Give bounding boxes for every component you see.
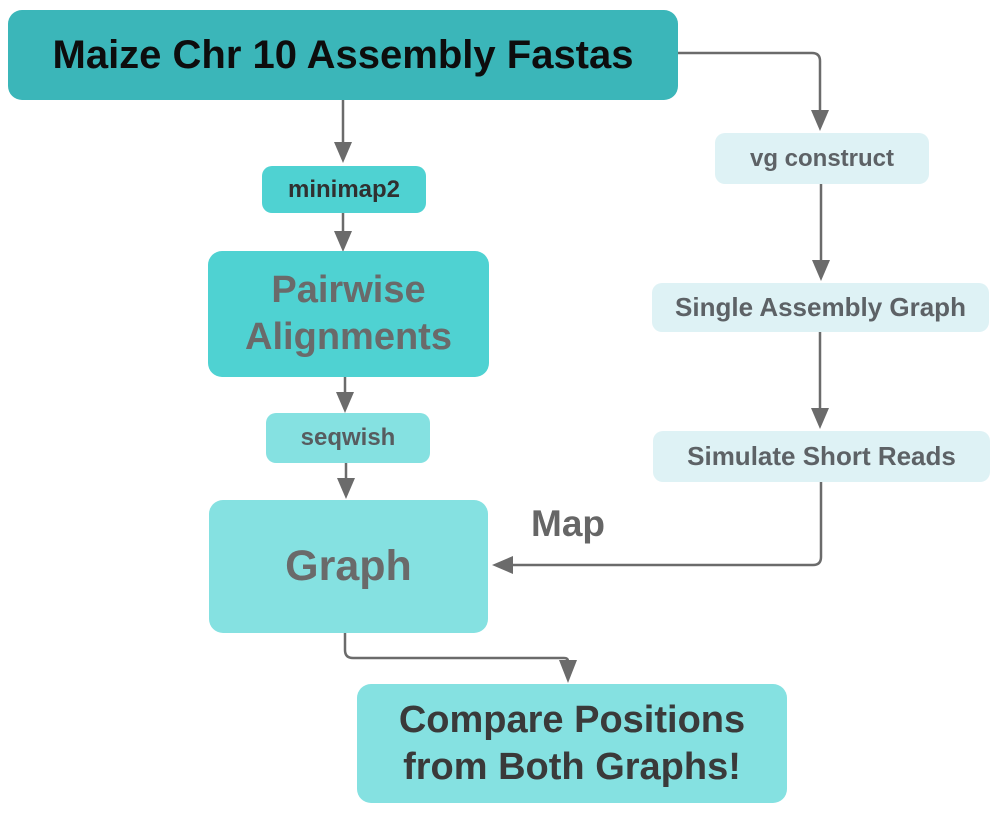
node-maize-assembly-fastas-label: Maize Chr 10 Assembly Fastas [52,32,634,77]
node-compare-positions-label: Compare Positions from Both Graphs! [398,699,746,788]
arrow-simulate-short-reads-to-graph [492,482,823,574]
node-pairwise-alignments-label: Pairwise Alignments [245,268,452,359]
node-simulate-short-reads-label: Simulate Short Reads [687,441,956,471]
arrow-graph-to-compare [343,633,577,683]
node-seqwish-label: seqwish [300,424,396,451]
node-minimap2-label: minimap2 [287,175,401,203]
arrow-fastas-to-minimap2 [334,100,352,163]
arrow-pairwise-to-seqwish [336,377,354,413]
node-graph-label: Graph [285,542,412,590]
arrow-minimap2-to-pairwise [334,213,352,252]
node-graph: Graph [209,500,488,633]
arrow-vg-construct-to-single-assembly-graph [812,184,830,281]
node-pairwise-alignments: Pairwise Alignments [208,251,489,377]
node-single-assembly-graph: Single Assembly Graph [652,283,989,332]
node-minimap2: minimap2 [262,166,426,213]
arrow-single-assembly-graph-to-simulate-short-reads [811,332,829,429]
edge-label-map: Map [531,503,605,544]
node-single-assembly-graph-label: Single Assembly Graph [675,292,966,322]
arrow-fastas-to-vg-construct [678,51,829,131]
node-maize-assembly-fastas: Maize Chr 10 Assembly Fastas [8,10,678,100]
node-vg-construct-label: vg construct [749,144,895,172]
node-simulate-short-reads: Simulate Short Reads [653,431,990,482]
arrow-seqwish-to-graph [337,463,355,499]
node-seqwish: seqwish [266,413,430,463]
node-compare-positions: Compare Positions from Both Graphs! [357,684,787,803]
node-vg-construct: vg construct [715,133,929,184]
